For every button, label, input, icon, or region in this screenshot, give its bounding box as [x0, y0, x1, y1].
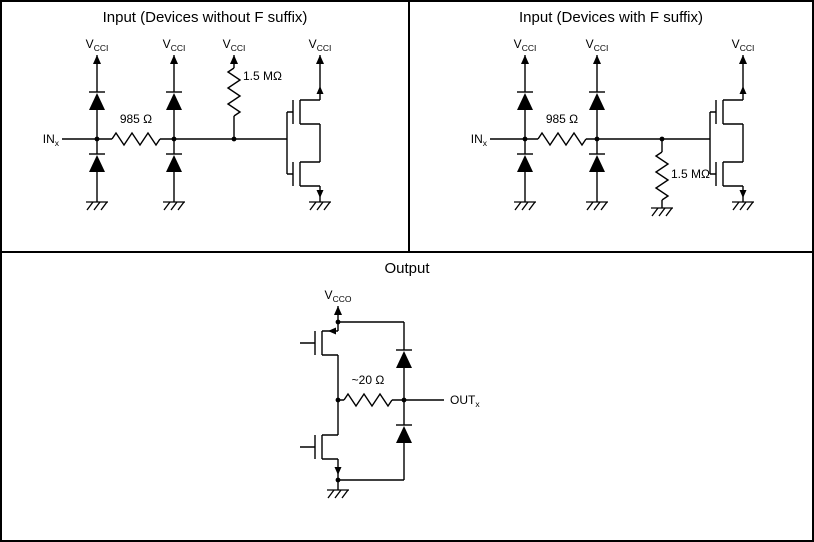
- junction-dot: [401, 397, 407, 403]
- nmos-arrow: [739, 190, 747, 198]
- input-pin-label: INx: [471, 132, 488, 148]
- esd-diode-bottom: [516, 153, 534, 173]
- clamp-diode-top: [395, 349, 413, 369]
- panel-output: Output VCCO ~20 Ω OUTx: [2, 253, 812, 540]
- vcc-label: VCCI: [163, 37, 186, 53]
- clamp-diode-bottom: [395, 424, 413, 444]
- esd-diode-top: [516, 91, 534, 111]
- pmos-transistor: [715, 86, 747, 125]
- esd-diode-top: [88, 91, 106, 111]
- panel-input-without-f-suffix: Input (Devices without F suffix): [2, 2, 410, 253]
- pmos-body: [715, 99, 743, 125]
- power-arrow: [521, 55, 529, 64]
- input-pin-label: INx: [43, 132, 60, 148]
- nmos-arrow: [334, 467, 342, 475]
- power-arrow: [593, 55, 601, 64]
- series-resistor: [537, 132, 587, 146]
- power-arrow: [170, 55, 178, 64]
- ground-symbol: [162, 201, 186, 211]
- power-arrow: [334, 306, 342, 315]
- power-arrow: [230, 55, 238, 64]
- esd-diode-top: [588, 91, 606, 111]
- pmos-arrow: [739, 86, 747, 94]
- nmos-transistor: [715, 161, 747, 198]
- series-resistor: [111, 132, 161, 146]
- output-resistor: [343, 393, 393, 407]
- nmos-arrow: [316, 190, 324, 198]
- ground-symbol: [308, 201, 332, 211]
- ground-symbol: [513, 201, 537, 211]
- junction-dot: [171, 136, 177, 142]
- nmos-transistor: [292, 161, 324, 198]
- esd-diode-top: [165, 91, 183, 111]
- junction-dot: [335, 319, 341, 325]
- ground-symbol: [650, 207, 674, 217]
- pmos-arrow: [316, 86, 324, 94]
- wires: [337, 306, 444, 490]
- nmos-body: [292, 161, 320, 187]
- pmos-body: [300, 330, 338, 356]
- junction-dot: [522, 136, 528, 142]
- input-circuit-with-f: VCCI VCCI VCCI INx 985 Ω 1.5 MΩ: [471, 37, 755, 217]
- junction-dot: [659, 136, 665, 142]
- junction-dot: [94, 136, 100, 142]
- vcc-label: VCCI: [86, 37, 109, 53]
- panel-title: Input (Devices with F suffix): [519, 9, 703, 26]
- esd-diode-bottom: [588, 153, 606, 173]
- panel-title: Output: [384, 260, 430, 277]
- series-resistor-value: 985 Ω: [120, 112, 152, 126]
- input-circuit-without-f: VCCI VCCI VCCI VCCI INx 985 Ω 1.5 MΩ: [43, 37, 332, 211]
- power-arrow: [316, 55, 324, 64]
- pmos-arrow: [328, 327, 336, 335]
- vcc-label: VCCI: [514, 37, 537, 53]
- junction-dot: [335, 397, 341, 403]
- ground-symbol: [585, 201, 609, 211]
- ground-symbol: [85, 201, 109, 211]
- vcc-label: VCCI: [223, 37, 246, 53]
- junction-dot: [335, 477, 341, 483]
- output-resistor-value: ~20 Ω: [352, 373, 385, 387]
- esd-diode-bottom: [165, 153, 183, 173]
- ground-symbol: [731, 201, 755, 211]
- vcc-label: VCCI: [309, 37, 332, 53]
- output-pin-label: OUTx: [450, 393, 480, 409]
- pullup-resistor-value: 1.5 MΩ: [243, 69, 282, 83]
- vcc-label: VCCO: [325, 288, 352, 304]
- junction-dot: [594, 136, 600, 142]
- pmos-transistor: [300, 327, 338, 356]
- nmos-transistor: [300, 434, 342, 475]
- panel-title: Input (Devices without F suffix): [102, 9, 308, 26]
- pullup-resistor: [227, 67, 241, 117]
- power-arrow: [93, 55, 101, 64]
- ground-symbol: [326, 489, 350, 499]
- power-arrow: [739, 55, 747, 64]
- series-resistor-value: 985 Ω: [546, 112, 578, 126]
- wires: [490, 55, 744, 208]
- esd-diode-bottom: [88, 153, 106, 173]
- junction-dot: [231, 136, 237, 142]
- panel-input-with-f-suffix: Input (Devices with F suffix): [410, 2, 812, 253]
- pulldown-resistor-value: 1.5 MΩ: [671, 167, 710, 181]
- output-circuit: VCCO ~20 Ω OUTx: [300, 288, 480, 499]
- nmos-body: [715, 161, 743, 187]
- vcc-label: VCCI: [586, 37, 609, 53]
- pmos-transistor: [292, 86, 324, 125]
- pulldown-resistor: [655, 151, 669, 201]
- nmos-body: [300, 434, 338, 460]
- vcc-label: VCCI: [732, 37, 755, 53]
- pmos-body: [292, 99, 320, 125]
